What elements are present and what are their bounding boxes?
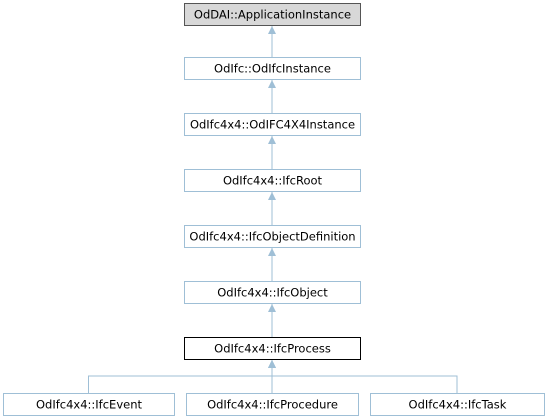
class-label: OdIfc4x4::IfcProcess	[214, 342, 331, 356]
class-label: OdIfc4x4::IfcObjectDefinition	[189, 230, 355, 244]
class-label: OdDAI::ApplicationInstance	[194, 8, 351, 22]
class-box	[184, 225, 361, 248]
class-node-odifc4x4-ifctask[interactable]: OdIfc4x4::IfcTask	[370, 393, 545, 416]
class-label: OdIfc4x4::IfcRoot	[223, 174, 323, 188]
class-node-odifc4x4-ifcprocess: OdIfc4x4::IfcProcess	[184, 337, 361, 360]
class-box	[184, 281, 361, 304]
class-label: OdIfc4x4::IfcTask	[409, 398, 507, 412]
class-node-odifc-odifcinstance[interactable]: OdIfc::OdIfcInstance	[184, 57, 361, 80]
class-label: OdIfc4x4::IfcEvent	[36, 398, 143, 412]
class-box	[184, 169, 361, 192]
class-node-oddai-applicationinstance[interactable]: OdDAI::ApplicationInstance	[184, 3, 361, 26]
class-node-odifc4x4-ifcobject[interactable]: OdIfc4x4::IfcObject	[184, 281, 361, 304]
nodes-layer: OdDAI::ApplicationInstanceOdIfc::OdIfcIn…	[3, 3, 545, 416]
class-label: OdIfc4x4::IfcProcedure	[207, 398, 338, 412]
class-node-odifc4x4-ifcevent[interactable]: OdIfc4x4::IfcEvent	[3, 393, 175, 416]
class-box	[184, 3, 361, 26]
class-node-odifc4x4-ifcroot[interactable]: OdIfc4x4::IfcRoot	[184, 169, 361, 192]
class-label: OdIfc::OdIfcInstance	[214, 62, 331, 76]
class-label: OdIfc4x4::OdIFC4X4Instance	[190, 118, 355, 132]
class-box	[184, 57, 361, 80]
class-box	[184, 337, 361, 360]
class-node-odifc4x4-ifcprocedure[interactable]: OdIfc4x4::IfcProcedure	[186, 393, 359, 416]
edge-odifc4x4-ifctask-to-odifc4x4-ifcprocess	[268, 360, 458, 393]
class-box	[184, 113, 361, 136]
edges-layer	[88, 26, 458, 393]
edge-odifc4x4-ifcevent-to-odifc4x4-ifcprocess	[88, 360, 276, 393]
class-label: OdIfc4x4::IfcObject	[217, 286, 328, 300]
class-node-odifc4x4-ifcobjectdefinition[interactable]: OdIfc4x4::IfcObjectDefinition	[184, 225, 361, 248]
class-node-odifc4x4-odifc4x4instance[interactable]: OdIfc4x4::OdIFC4X4Instance	[184, 113, 361, 136]
